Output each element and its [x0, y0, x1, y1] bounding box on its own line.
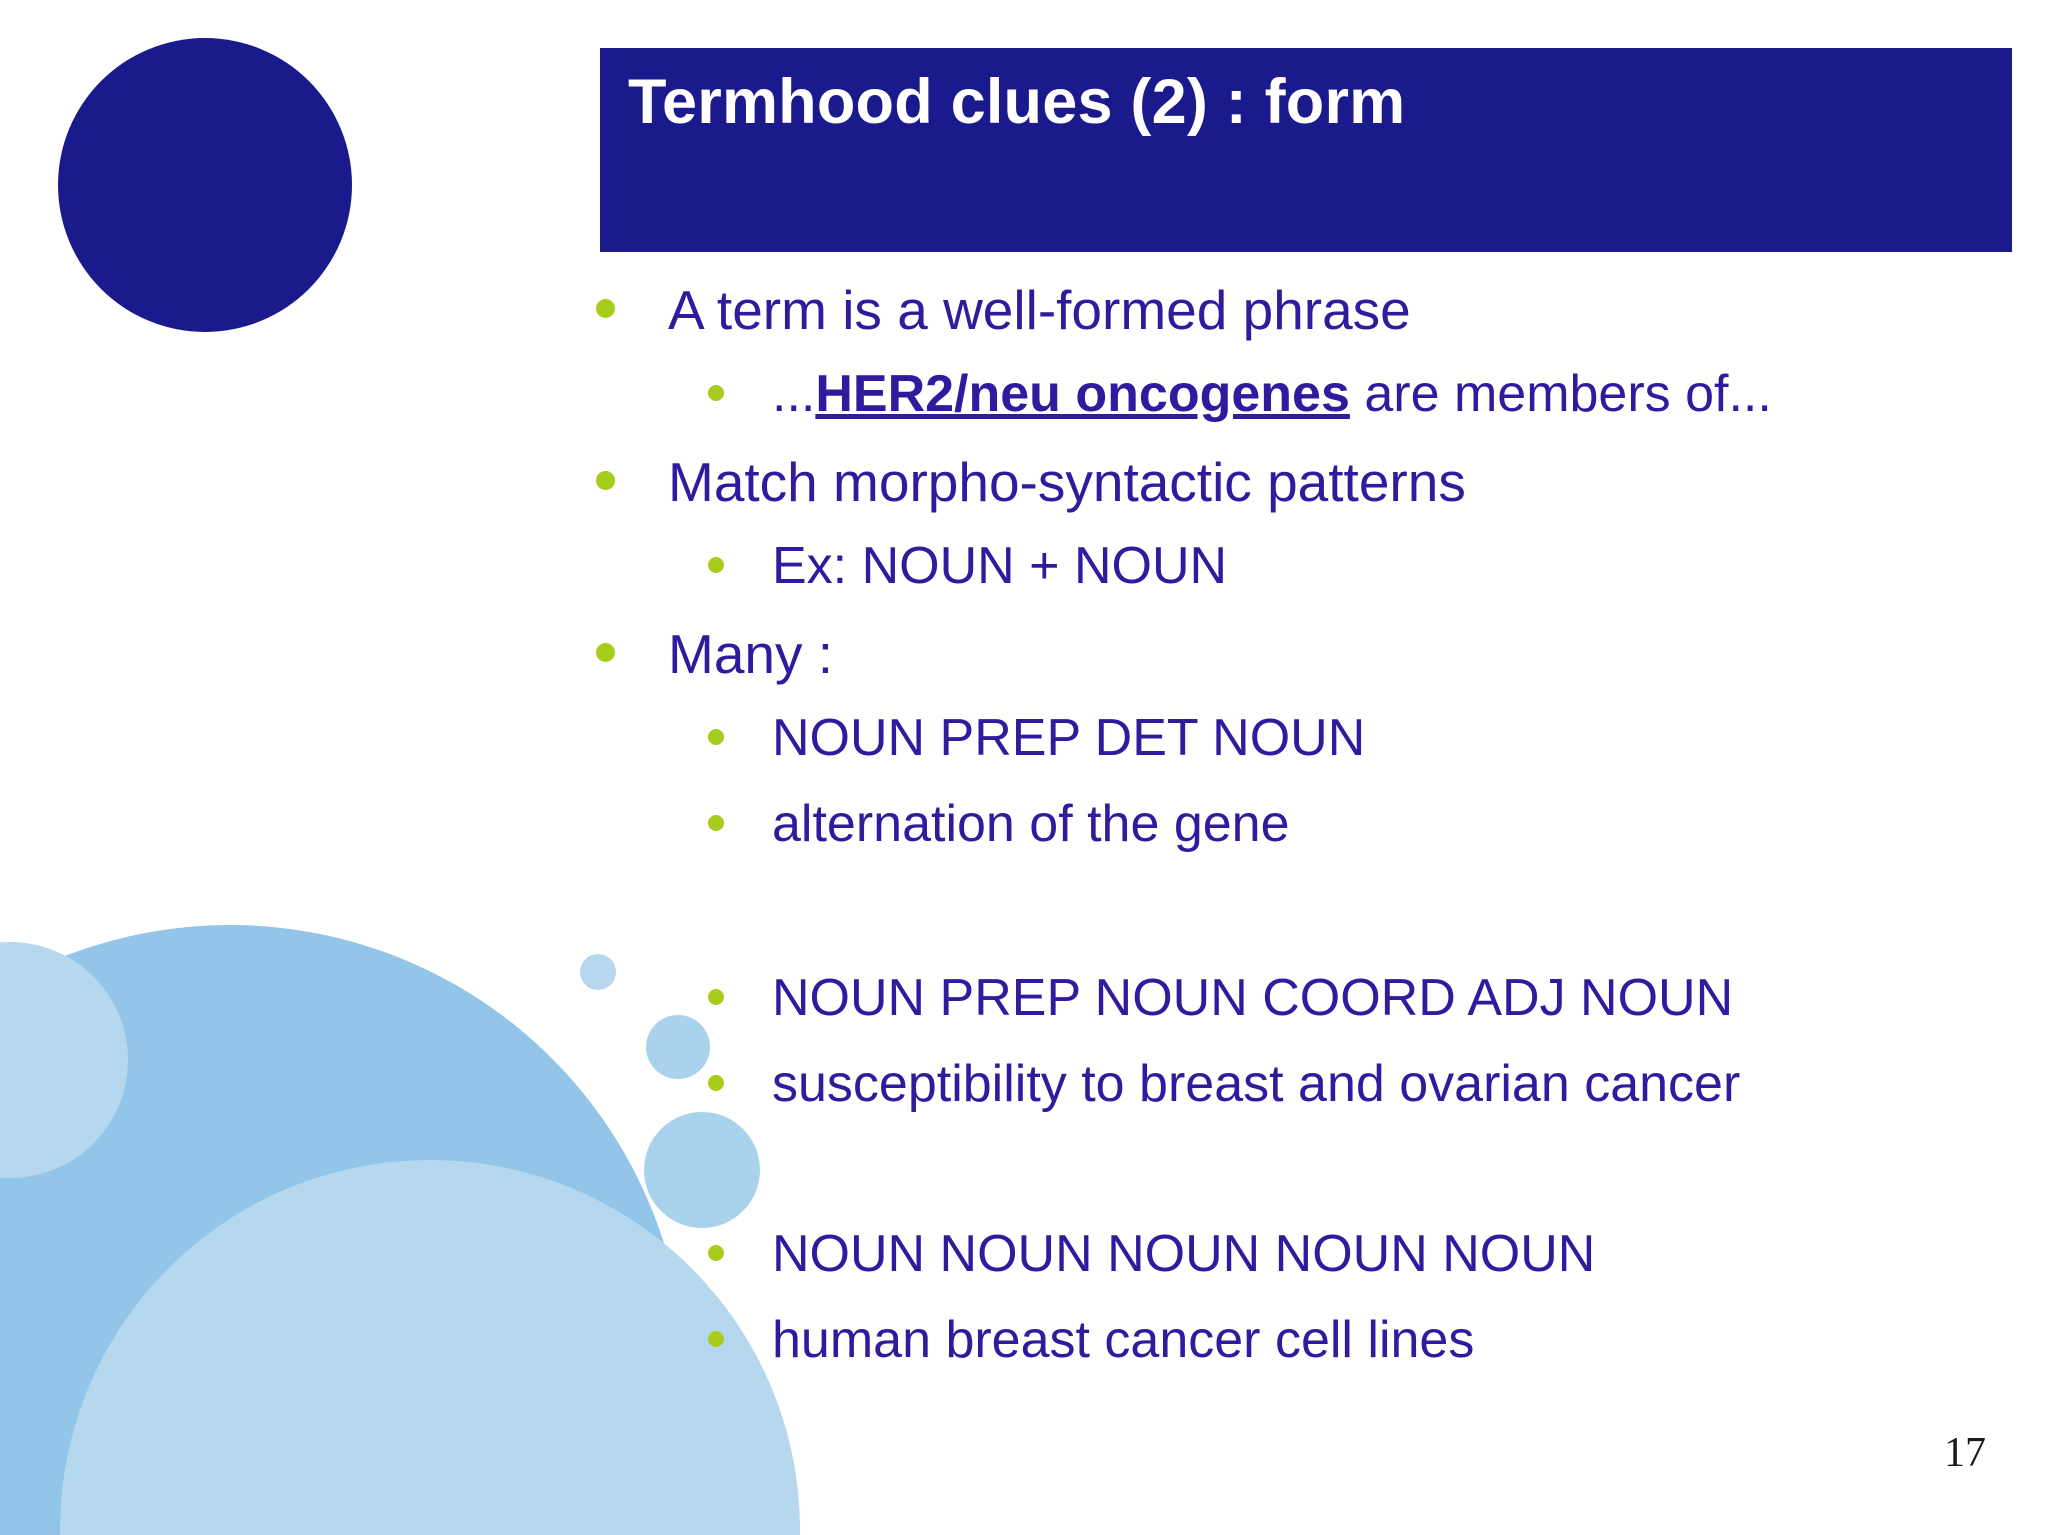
bullet-icon [596, 299, 615, 318]
list-item-label: NOUN PREP NOUN COORD ADJ NOUN [772, 969, 1734, 1027]
list-item-label: Match morpho-syntactic patterns [668, 451, 1466, 513]
bullet-icon [708, 1075, 724, 1091]
bullet-icon [708, 557, 724, 573]
title-banner: Termhood clues (2) : form [600, 48, 2012, 252]
page-title: Termhood clues (2) : form [628, 67, 1406, 137]
bullet-icon [596, 471, 615, 490]
list-item-label: alternation of the gene [772, 795, 1290, 853]
list-item: NOUN PREP NOUN COORD ADJ NOUN [596, 968, 2016, 1054]
bullet-icon [708, 1331, 724, 1347]
navy-circle-logo [58, 38, 352, 332]
example-term-emphasis: HER2/neu oncogenes [815, 365, 1350, 423]
example-prefix: ... [772, 365, 816, 423]
bullet-icon [596, 643, 615, 662]
list-item: A term is a well-formed phrase [596, 278, 2016, 364]
bullet-icon [708, 385, 724, 401]
list-item-label: NOUN PREP DET NOUN [772, 709, 1366, 767]
list-item: NOUN PREP DET NOUN [596, 708, 2016, 794]
bullet-icon [708, 729, 724, 745]
list-item-label: NOUN NOUN NOUN NOUN NOUN [772, 1225, 1596, 1283]
bubble-large-medium [0, 925, 685, 1535]
bullet-icon [708, 1245, 724, 1261]
list-item: Many : [596, 622, 2016, 708]
list-gap [596, 880, 2016, 968]
list-item: NOUN NOUN NOUN NOUN NOUN [596, 1224, 2016, 1310]
list-item-label: Many : [668, 623, 834, 685]
bullet-list: A term is a well-formed phrase ...HER2/n… [596, 278, 2016, 1396]
list-item: Ex: NOUN + NOUN [596, 536, 2016, 622]
list-item: ...HER2/neu oncogenes are members of... [596, 364, 2016, 450]
list-item-label: susceptibility to breast and ovarian can… [772, 1055, 1741, 1113]
list-item: Match morpho-syntactic patterns [596, 450, 2016, 536]
bullet-icon [708, 989, 724, 1005]
list-gap [596, 1140, 2016, 1224]
list-item: human breast cancer cell lines [596, 1310, 2016, 1396]
example-suffix: are members of... [1349, 365, 1772, 423]
list-item: susceptibility to breast and ovarian can… [596, 1054, 2016, 1140]
bullet-icon [708, 815, 724, 831]
list-item: alternation of the gene [596, 794, 2016, 880]
list-item-label: human breast cancer cell lines [772, 1311, 1475, 1369]
list-item-label: Ex: NOUN + NOUN [772, 537, 1228, 595]
page-number: 17 [1944, 1430, 1986, 1476]
list-item-label: A term is a well-formed phrase [668, 279, 1411, 341]
list-item-label: ...HER2/neu oncogenes are members of... [772, 364, 1772, 424]
bubble-upper-left-light [0, 942, 128, 1178]
